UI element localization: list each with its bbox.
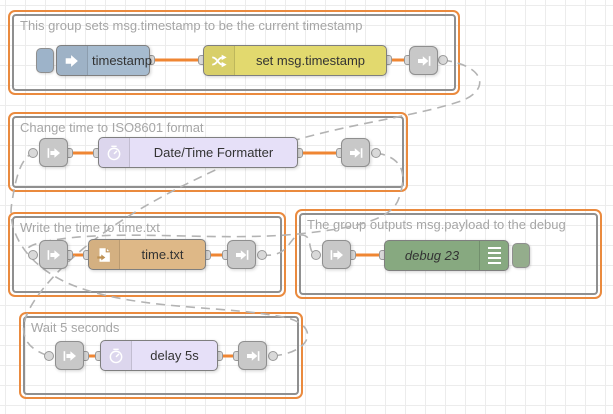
group-border [12, 216, 282, 293]
link-wire-file-to-debug[interactable] [261, 234, 317, 256]
file-icon [89, 240, 120, 269]
linkin4-link-port[interactable] [311, 250, 321, 260]
group-label: Write the time to time.txt [20, 220, 160, 235]
inject-button[interactable] [36, 48, 54, 73]
node-label: debug 23 [404, 248, 460, 263]
link-in-node[interactable] [39, 138, 68, 167]
group-border [12, 14, 456, 91]
linkin2-link-port[interactable] [28, 148, 38, 158]
debug-toggle-button[interactable] [512, 243, 530, 268]
file-node[interactable]: time.txt [88, 239, 206, 270]
link-out-node[interactable] [409, 46, 438, 75]
node-label: Date/Time Formatter [153, 145, 274, 160]
link-out-node[interactable] [227, 240, 256, 269]
link-in-node[interactable] [55, 341, 84, 370]
linkout5-link-port[interactable] [268, 351, 278, 361]
group-border [12, 116, 404, 188]
node-label: timestamp [92, 53, 152, 68]
node-label: time.txt [141, 247, 184, 262]
group-border [299, 213, 598, 295]
link-in-icon [47, 249, 60, 260]
link-wire-wait-to-iso[interactable] [10, 152, 309, 357]
linkout3-link-port[interactable] [257, 250, 267, 260]
group-timestamp[interactable]: This group sets msg.timestamp to be the … [8, 10, 460, 95]
link-out-node[interactable] [341, 138, 370, 167]
link-out-node[interactable] [238, 341, 267, 370]
group-label: This group sets msg.timestamp to be the … [20, 18, 363, 33]
linkout2-link-port[interactable] [371, 148, 381, 158]
group-label: Change time to ISO8601 format [20, 120, 204, 135]
inject-icon [57, 46, 88, 75]
debug-list-icon [479, 241, 508, 270]
node-label: set msg.timestamp [255, 53, 366, 68]
link-in-icon [63, 350, 76, 361]
group-border [23, 316, 299, 395]
link-out-icon [417, 55, 430, 66]
link-out-icon [246, 350, 259, 361]
link-in-node[interactable] [39, 240, 68, 269]
shuffle-icon [204, 46, 235, 75]
node-label: delay 5s [150, 348, 199, 363]
link-in-icon [47, 147, 60, 158]
group-iso8601[interactable]: Change time to ISO8601 format [8, 112, 408, 192]
link-in-node[interactable] [322, 240, 351, 269]
link-out-icon [235, 249, 248, 260]
link-in-icon [330, 249, 343, 260]
datetime-formatter-node[interactable]: Date/Time Formatter [98, 137, 298, 168]
group-write-file[interactable]: Write the time to time.txt [8, 212, 286, 297]
delay-node[interactable]: delay 5s [100, 340, 218, 371]
timer-icon [99, 138, 130, 167]
group-label: Wait 5 seconds [31, 320, 120, 335]
change-node[interactable]: set msg.timestamp [203, 45, 387, 76]
timer-icon [101, 341, 132, 370]
group-wait[interactable]: Wait 5 seconds [19, 312, 303, 399]
inject-node[interactable]: timestamp [56, 45, 152, 76]
linkin3-link-port[interactable] [28, 250, 38, 260]
debug-node[interactable]: debug 23 [384, 240, 509, 271]
linkin5-link-port[interactable] [44, 351, 54, 361]
linkout1-link-port[interactable] [438, 55, 448, 65]
link-out-icon [349, 147, 362, 158]
